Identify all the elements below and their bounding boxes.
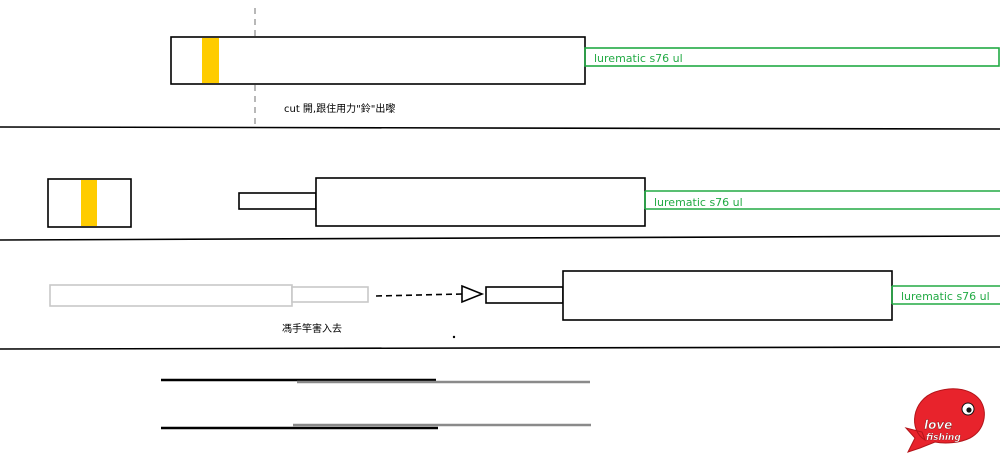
- inner-rod-stub-2: [238, 192, 317, 210]
- insert-instruction-note: 馮手竿害入去: [282, 322, 342, 335]
- faded-rod-outline: [49, 284, 293, 307]
- fishing-line-box-1: [584, 47, 1000, 67]
- faded-rod-tip-outline: [291, 286, 369, 303]
- section-divider-3: [0, 346, 1000, 350]
- section-divider-2: [0, 235, 1000, 241]
- logo-pupil-icon: [966, 407, 972, 413]
- arrow-head-icon: [461, 284, 485, 304]
- inner-rod-stub-3: [485, 286, 564, 304]
- cut-instruction-note: cut 開,跟住用力"鈴"出嚟: [284, 102, 395, 115]
- insert-direction-dashed-line: [375, 293, 463, 297]
- love-fishing-logo: love fishing: [904, 388, 985, 453]
- yellow-tape-band-1: [202, 38, 219, 83]
- section-divider-1: [0, 126, 1000, 130]
- stray-dot: [452, 335, 456, 339]
- rod-name-label-3: lurematic s76 ul: [901, 290, 990, 303]
- logo-text-fishing: fishing: [926, 433, 961, 443]
- logo-text-love: love: [924, 418, 952, 432]
- yellow-tape-band-2: [81, 180, 97, 226]
- rod-name-label-2: lurematic s76 ul: [654, 196, 743, 209]
- rod-name-label-1: lurematic s76 ul: [594, 52, 683, 65]
- rod-butt-section-1: [170, 36, 586, 85]
- rod-butt-section-2: [315, 177, 646, 227]
- rod-butt-section-3: [562, 270, 893, 321]
